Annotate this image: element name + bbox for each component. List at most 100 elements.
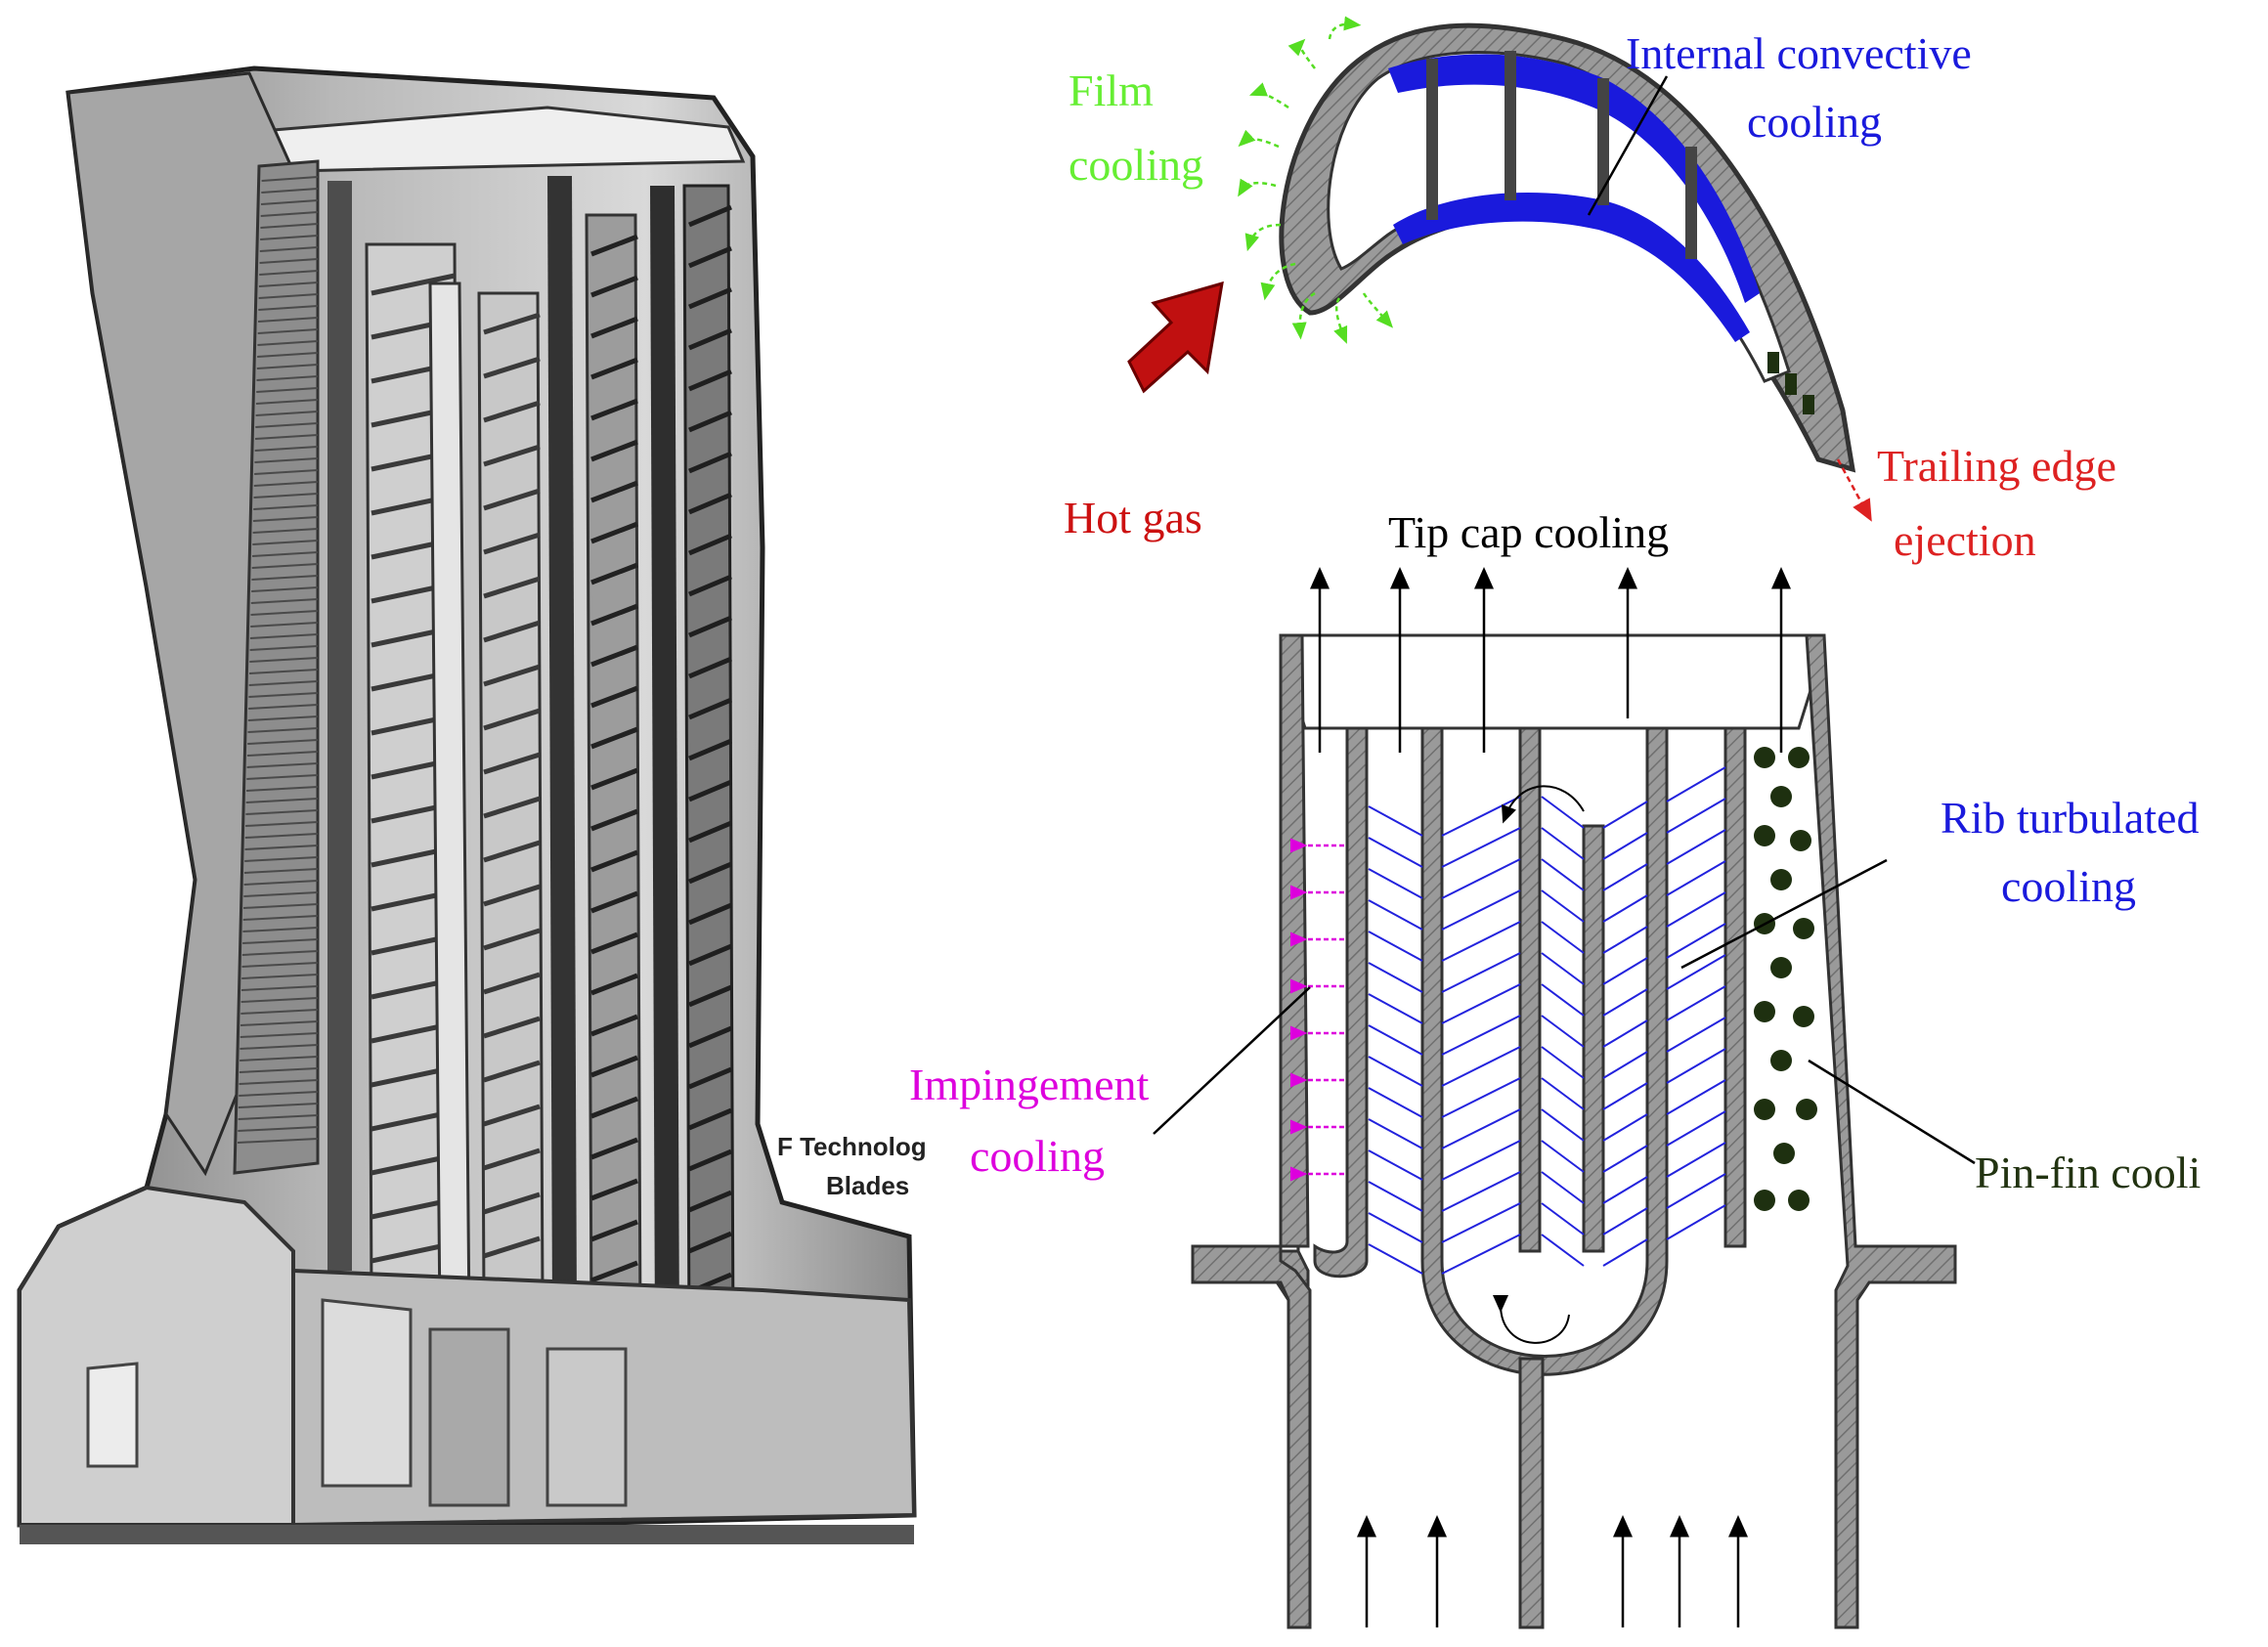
photo-rib	[483, 1192, 541, 1215]
photo-rib	[590, 357, 638, 380]
photo-stripe	[256, 364, 319, 369]
photo-stripe	[257, 352, 319, 358]
photo-stripe	[249, 645, 319, 651]
pin-fin	[1793, 918, 1814, 939]
photo-rib	[688, 492, 732, 515]
pin-fins	[1754, 747, 1817, 1211]
photo-stripe	[257, 340, 319, 346]
photo-stripe	[243, 891, 319, 897]
photo-stripe	[260, 211, 319, 217]
rib-line	[1441, 921, 1521, 962]
photo-rib	[590, 398, 638, 421]
photo-stripe	[260, 199, 319, 205]
rib-line	[1666, 923, 1726, 959]
rib-line	[1602, 1019, 1648, 1048]
photo-rib	[688, 1066, 732, 1090]
rib-line	[1368, 1212, 1423, 1243]
photo-stripe	[242, 927, 319, 932]
photo-rib	[590, 726, 638, 750]
photo-rib	[590, 603, 638, 627]
photo-stripe	[241, 962, 319, 968]
rib-line	[1666, 954, 1726, 990]
photo-rib	[688, 574, 732, 597]
photo-rib	[483, 576, 541, 599]
photo-stripe	[251, 586, 319, 592]
photo-stripe	[245, 798, 319, 803]
photo-stripe	[243, 880, 319, 886]
film-arrow	[1291, 291, 1316, 340]
photo-rib	[483, 796, 541, 819]
photo-stripe	[243, 868, 319, 874]
photo-rib	[688, 656, 732, 679]
photo-stripe	[248, 669, 319, 674]
photo-rib	[688, 410, 732, 433]
photo-stripe	[241, 974, 319, 979]
impingement-arrows	[1290, 838, 1344, 1182]
rib-line	[1602, 1207, 1648, 1235]
photo-rib	[483, 620, 541, 643]
rib-line	[1666, 1079, 1726, 1115]
rib-line	[1368, 837, 1423, 868]
rib-line	[1541, 1046, 1585, 1079]
photo-stripe	[257, 317, 319, 323]
photo-rib	[688, 615, 732, 638]
rib-line	[1541, 889, 1585, 923]
photo-stripe	[241, 950, 319, 956]
photo-rib	[688, 327, 732, 351]
photo-stripe	[256, 375, 319, 381]
rib-line	[1666, 829, 1726, 865]
rib-line	[1602, 988, 1648, 1017]
rib-line	[1666, 766, 1726, 802]
photo-rib	[590, 1260, 638, 1283]
impingement-leader-line	[1153, 986, 1311, 1135]
rib-line	[1368, 993, 1423, 1024]
photo-stripe	[239, 1091, 319, 1097]
photo-stripe	[253, 493, 319, 498]
pin-fin	[1796, 1099, 1817, 1120]
photo-rib	[590, 849, 638, 873]
film-label-line2: cooling	[1069, 140, 1203, 190]
tip-cap-arrows	[1310, 567, 1791, 753]
film-arrow	[1248, 82, 1289, 109]
photo-stripe	[254, 434, 319, 440]
rib-line	[1602, 926, 1648, 954]
film-arrow	[1287, 38, 1316, 69]
photo-rib	[688, 451, 732, 474]
photo-rib	[590, 890, 638, 914]
photo-stripe	[240, 985, 319, 991]
photo-rib	[590, 685, 638, 709]
photo-rib	[590, 932, 638, 955]
rib-line	[1666, 1204, 1726, 1240]
photo-rib	[483, 972, 541, 995]
rib-line	[1666, 1017, 1726, 1053]
rib-line	[1541, 1015, 1585, 1048]
photo-stripe	[248, 692, 319, 698]
rib-line	[1368, 868, 1423, 899]
photo-stripe	[244, 856, 319, 862]
photo-stripe	[238, 1114, 319, 1120]
film-arrow	[1238, 129, 1280, 149]
photo-stripe	[252, 540, 319, 545]
photo-rib	[483, 1016, 541, 1039]
photo-rib	[688, 738, 732, 761]
photo-stripe	[240, 1056, 319, 1062]
hot-gas-arrow-icon	[1127, 281, 1224, 394]
pin-fin	[1770, 869, 1792, 890]
photo-stripe	[255, 411, 319, 416]
hot-gas-label: Hot gas	[1064, 493, 1202, 542]
pin-fin	[1770, 1050, 1792, 1071]
rib-line	[1441, 983, 1521, 1024]
photo-stripe	[254, 469, 319, 475]
film-arrow	[1333, 297, 1348, 344]
internal-label-line1: Internal convective	[1626, 28, 1972, 78]
rib-line	[1368, 1118, 1423, 1149]
photo-rib	[590, 521, 638, 544]
internal-cooling-band-lower	[1393, 193, 1750, 342]
photo-rib	[590, 562, 638, 585]
photo-rib	[688, 902, 732, 926]
photo-rib	[688, 697, 732, 720]
turn-arrow-top	[1502, 785, 1585, 824]
photo-stripe	[239, 1067, 319, 1073]
pin-fin	[1754, 825, 1775, 846]
film-arrow	[1328, 16, 1362, 40]
